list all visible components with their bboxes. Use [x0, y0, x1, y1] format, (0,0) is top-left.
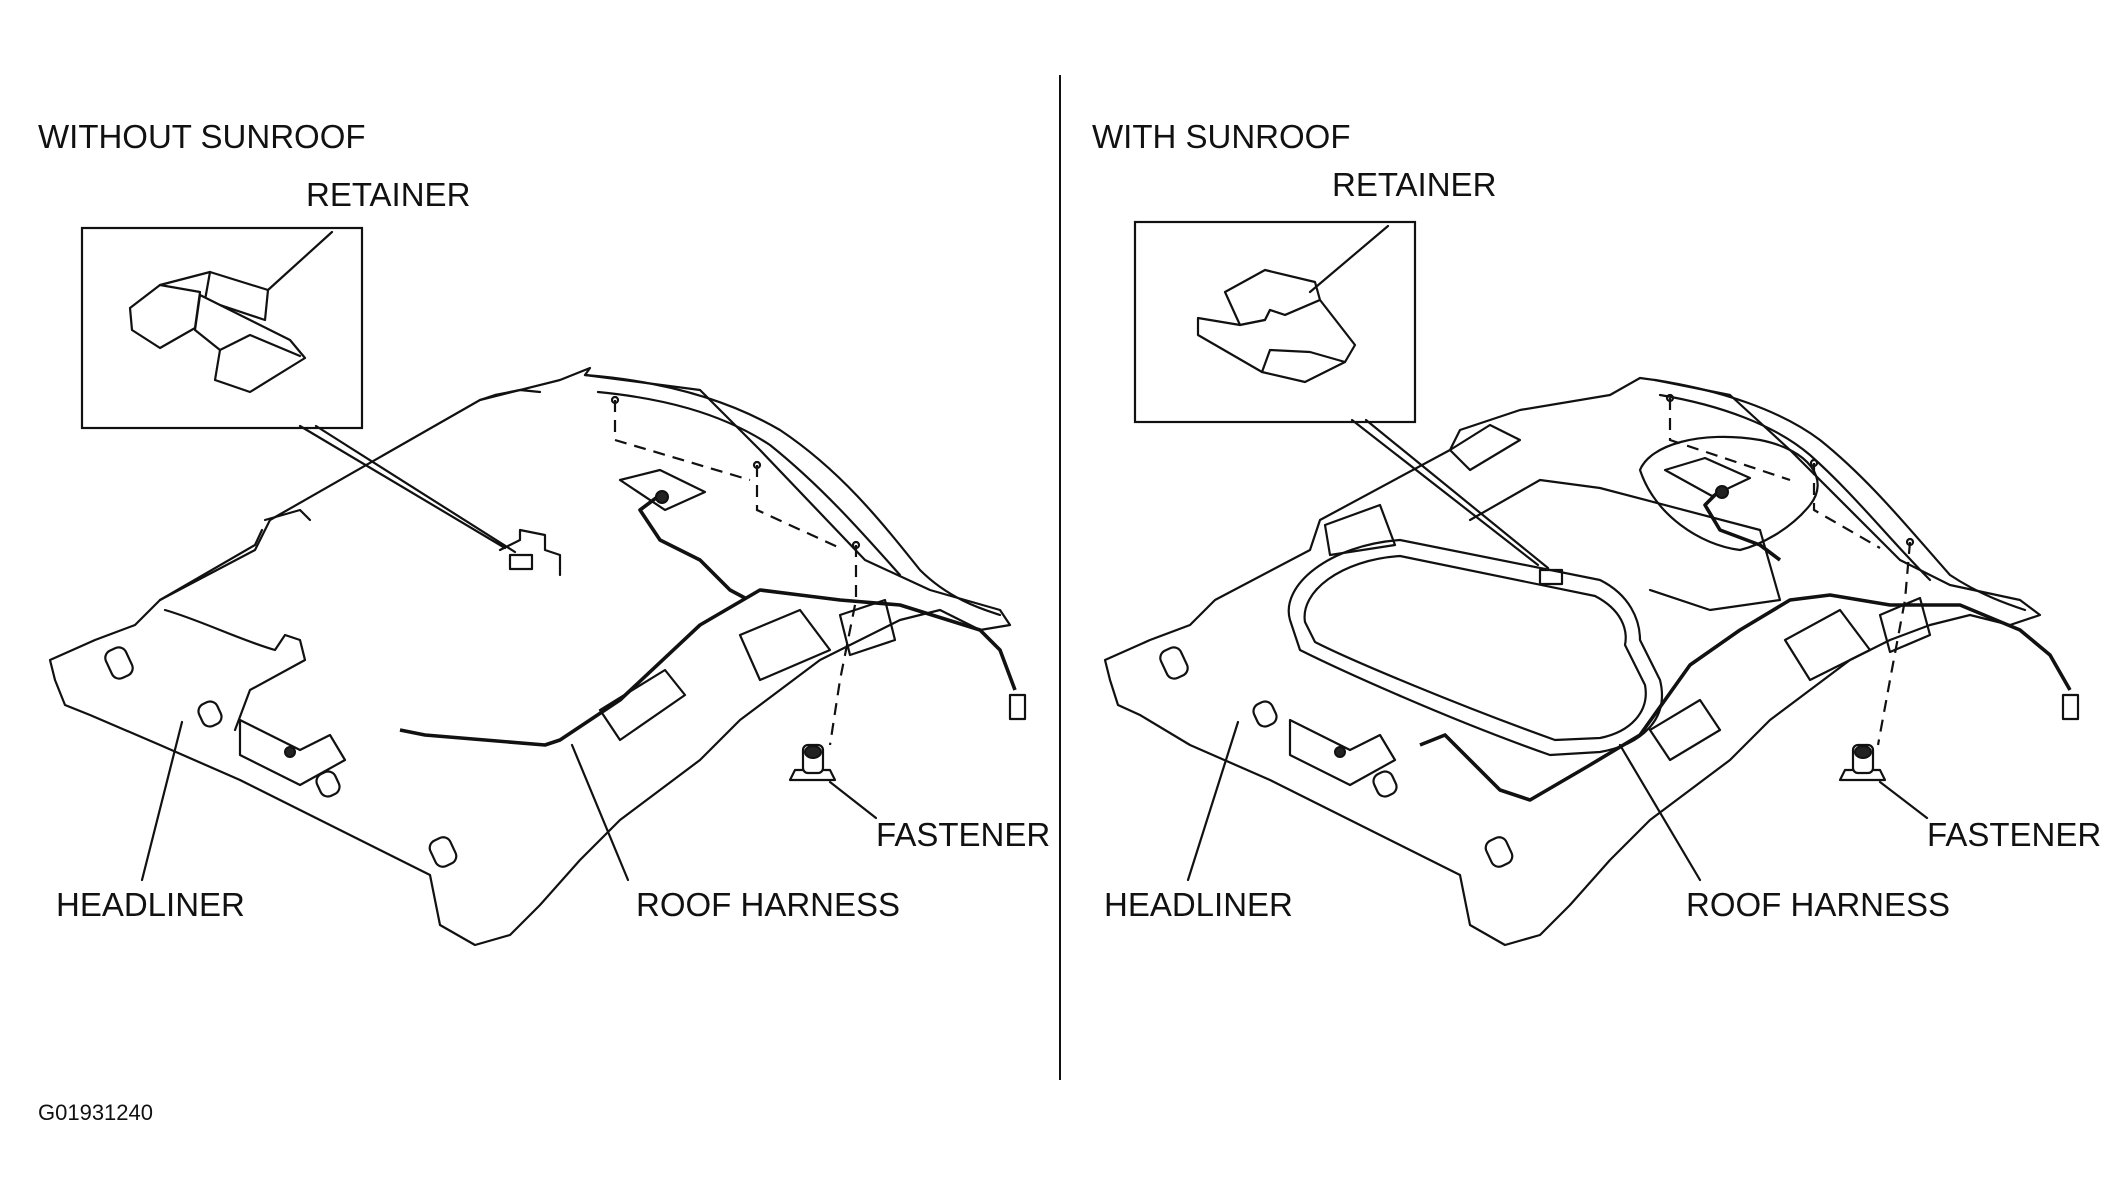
panel-heading-without-sunroof: WITHOUT SUNROOF — [38, 118, 366, 155]
panel-with-sunroof — [1103, 220, 2080, 947]
fastener-part-right — [1838, 743, 1887, 782]
figure-code: G01931240 — [38, 1100, 153, 1125]
headliner-shape-right — [1103, 376, 2042, 947]
label-fastener-left: FASTENER — [876, 816, 1051, 853]
label-headliner-right: HEADLINER — [1104, 886, 1293, 923]
fastener-part-left — [788, 743, 837, 782]
label-retainer-right: RETAINER — [1332, 166, 1497, 203]
roof-harness-left — [399, 588, 1017, 747]
retainer-inset-left — [80, 226, 364, 430]
retainer-part-left — [128, 270, 307, 394]
panel-heading-with-sunroof: WITH SUNROOF — [1092, 118, 1351, 155]
label-retainer-left: RETAINER — [306, 176, 471, 213]
headliner-shape-left — [48, 366, 1012, 947]
roof-harness-right — [1419, 593, 2072, 802]
retainer-part-right — [1196, 268, 1357, 384]
label-headliner-left: HEADLINER — [56, 886, 245, 923]
panel-without-sunroof — [48, 226, 1027, 947]
label-roof-harness-left: ROOF HARNESS — [636, 886, 901, 923]
label-roof-harness-right: ROOF HARNESS — [1686, 886, 1951, 923]
label-fastener-right: FASTENER — [1927, 816, 2102, 853]
